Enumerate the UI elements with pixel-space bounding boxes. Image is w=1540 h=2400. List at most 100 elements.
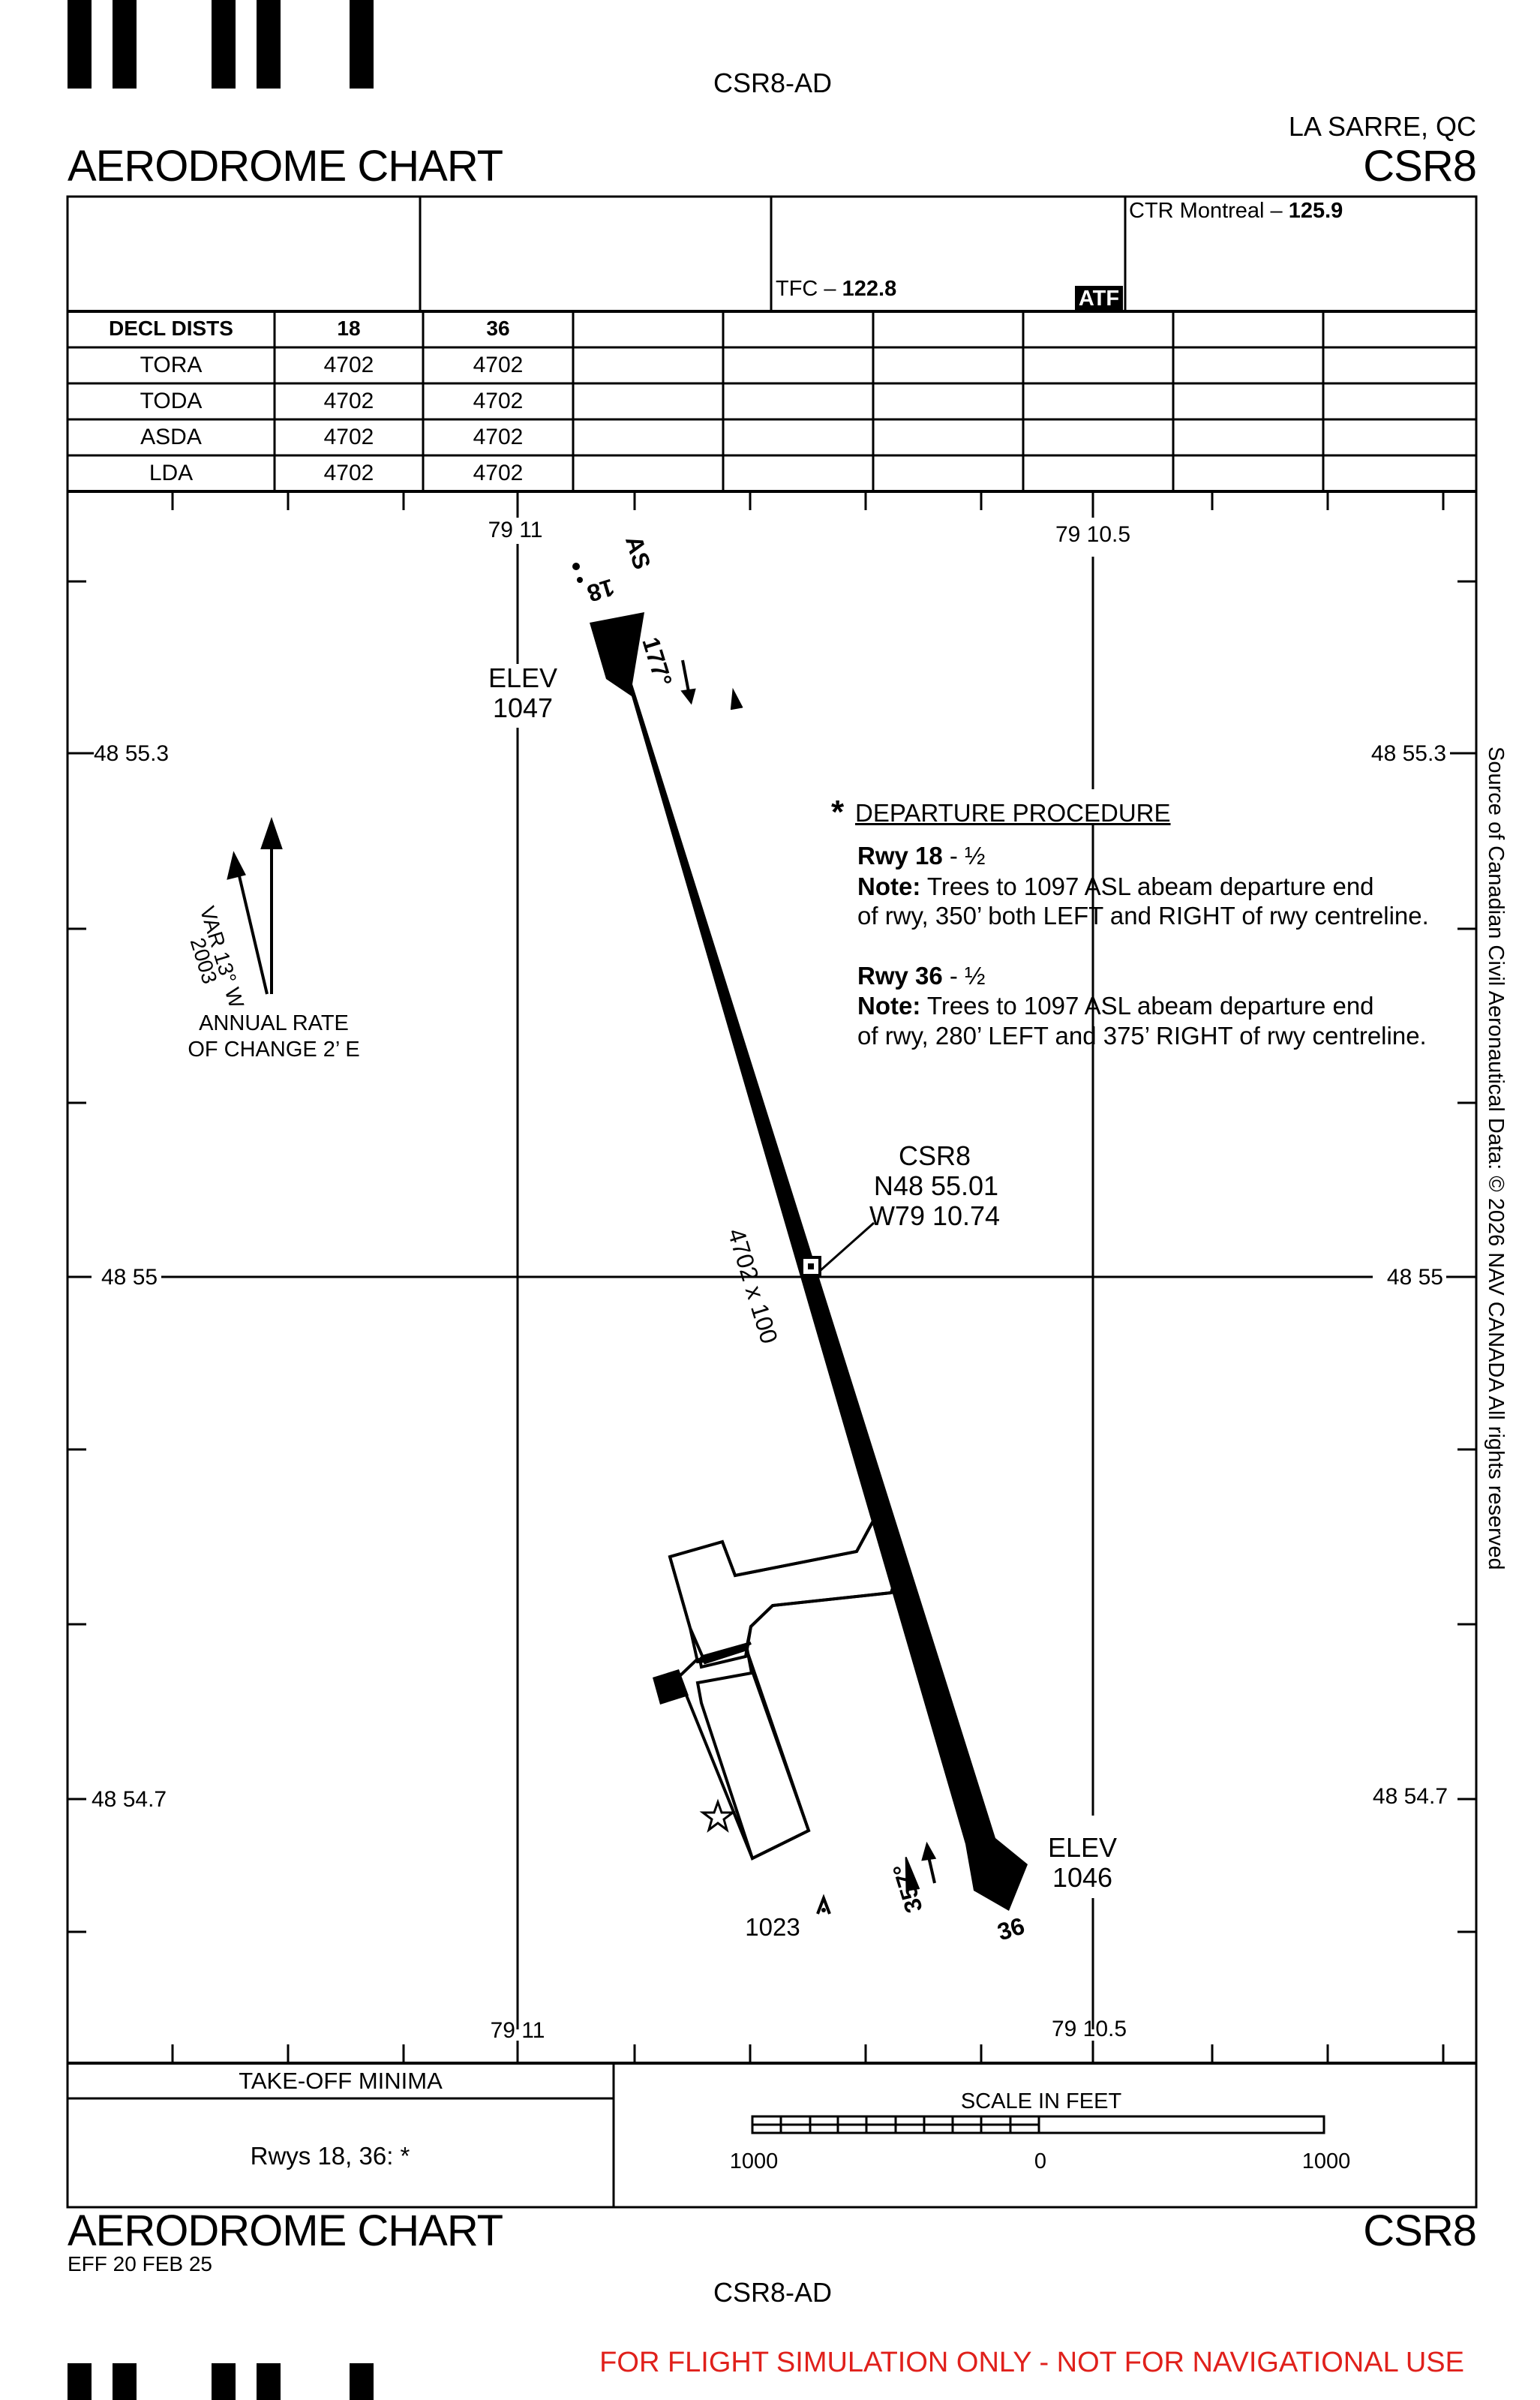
rwy36-title: Rwy 36 xyxy=(857,962,943,990)
decl-cell: 4702 xyxy=(473,389,524,413)
obstacle-elevation: 1023 xyxy=(745,1913,800,1941)
disclaimer: FOR FLIGHT SIMULATION ONLY - NOT FOR NAV… xyxy=(599,2347,1464,2378)
atf-label: ATF xyxy=(1078,287,1120,311)
tfc-frequency: TFC – 122.8 xyxy=(776,277,896,302)
ctr-frequency: CTR Montreal – 125.9 xyxy=(1129,199,1343,224)
chart-title: AERODROME CHART xyxy=(68,142,503,191)
note-text: Trees to 1097 ASL abeam departure end xyxy=(920,992,1374,1020)
decl-cell: 4702 xyxy=(473,425,524,449)
atf-badge: ATF xyxy=(1075,286,1123,311)
departure-asterisk: * xyxy=(831,794,845,831)
registration-mark xyxy=(350,0,374,89)
lon-label: 79 10.5 xyxy=(1055,522,1131,547)
elev-value-south: 1046 xyxy=(1052,1862,1113,1893)
light-dot xyxy=(572,563,580,570)
obstacle-icon xyxy=(816,1894,831,1915)
rwy18-departure: Rwy 18 - ½ xyxy=(857,842,986,870)
footer-chart-title: AERODROME CHART xyxy=(68,2206,503,2255)
footer-ident: CSR8 xyxy=(1363,2206,1477,2255)
decl-cell: 4702 xyxy=(323,425,374,449)
takeoff-title: TAKE-OFF MINIMA xyxy=(239,2068,443,2094)
annual-rate-line2: OF CHANGE 2’ E xyxy=(188,1038,360,1062)
obstacle-icon xyxy=(905,1856,920,1891)
graticule-ticks xyxy=(68,491,1476,2063)
note-label: Note: xyxy=(857,992,921,1020)
tfc-label: TFC – xyxy=(776,277,836,301)
magvar-arrows xyxy=(227,816,283,995)
scale-zero: 0 xyxy=(1034,2149,1047,2173)
effective-date: EFF 20 FEB 25 xyxy=(68,2252,212,2275)
heading-arrow-357 xyxy=(927,1856,936,1884)
decl-row-label: LDA xyxy=(149,461,194,485)
rwy18-value: - ½ xyxy=(942,842,986,870)
arp-lat: N48 55.01 xyxy=(873,1170,999,1201)
departure-title: DEPARTURE PROCEDURE xyxy=(855,799,1171,827)
registration-mark xyxy=(212,0,236,89)
lat-label: 48 54.7 xyxy=(92,1787,167,1812)
source-credit: Source of Canadian Civil Aeronautical Da… xyxy=(1484,746,1508,1570)
elev-value-north: 1047 xyxy=(492,692,554,723)
light-dot xyxy=(577,577,583,583)
registration-mark xyxy=(212,2363,236,2400)
lat-label: 48 55 xyxy=(101,1265,158,1290)
heading-arrow-177 xyxy=(681,659,690,692)
scale-right: 1000 xyxy=(1301,2149,1351,2173)
decl-cell: 4702 xyxy=(323,461,374,485)
decl-header: 36 xyxy=(486,317,510,340)
beacon-star-icon xyxy=(699,1798,737,1833)
aerodrome-ident: CSR8 xyxy=(1363,142,1477,191)
decl-row-label: ASDA xyxy=(140,425,202,449)
location-name: LA SARRE, QC xyxy=(1288,111,1476,142)
chart-frame xyxy=(66,195,1478,2209)
decl-cell: 4702 xyxy=(323,389,374,413)
registration-mark xyxy=(113,0,137,89)
doc-code-bottom: CSR8-AD xyxy=(713,2277,833,2308)
lat-label: 48 55.3 xyxy=(94,741,170,766)
ctr-freq: 125.9 xyxy=(1288,199,1343,223)
annual-rate-line1: ANNUAL RATE xyxy=(199,1011,349,1035)
rwy36-value: - ½ xyxy=(942,962,986,990)
scale-bar xyxy=(751,2115,1325,2134)
apron-edge xyxy=(668,1556,748,1665)
taxiway-edge xyxy=(746,1578,897,1650)
doc-code-top: CSR8-AD xyxy=(713,68,833,98)
rwy36-note: Note: Trees to 1097 ASL abeam departure … xyxy=(857,992,1374,1020)
scale-left: 1000 xyxy=(729,2149,779,2173)
decl-row-label: TORA xyxy=(140,353,203,377)
rwy36-departure: Rwy 36 - ½ xyxy=(857,962,986,990)
rwy36-note-line2: of rwy, 280’ LEFT and 375’ RIGHT of rwy … xyxy=(857,1022,1427,1050)
registration-mark xyxy=(68,0,92,89)
note-text: Trees to 1097 ASL abeam departure end xyxy=(920,873,1374,900)
decl-header: 18 xyxy=(337,317,361,340)
decl-cell: 4702 xyxy=(323,353,374,377)
arp-lon: W79 10.74 xyxy=(869,1200,1001,1231)
registration-mark xyxy=(113,2363,137,2400)
apron-edge xyxy=(695,1648,811,1861)
building-icon xyxy=(653,1669,689,1705)
tfc-freq: 122.8 xyxy=(842,277,897,301)
elev-label-north: ELEV xyxy=(488,662,558,693)
lat-label: 48 55 xyxy=(1386,1265,1443,1290)
lat-label: 48 54.7 xyxy=(1372,1784,1448,1809)
taxiway-edge xyxy=(669,1515,878,1578)
decl-cell: 4702 xyxy=(473,461,524,485)
lat-label: 48 55.3 xyxy=(1370,741,1446,766)
rwy18-title: Rwy 18 xyxy=(857,842,943,870)
decl-cell: 4702 xyxy=(473,353,524,377)
registration-mark xyxy=(350,2363,374,2400)
rwy18-note-line2: of rwy, 350’ both LEFT and RIGHT of rwy … xyxy=(857,902,1429,930)
registration-mark xyxy=(68,2363,92,2400)
decl-header: DECL DISTS xyxy=(109,317,233,340)
elev-label-south: ELEV xyxy=(1047,1832,1118,1863)
note-label: Note: xyxy=(857,873,921,900)
obstacle-icon xyxy=(730,687,743,710)
decl-row-label: TODA xyxy=(140,389,203,413)
arp-ident: CSR8 xyxy=(898,1140,971,1171)
registration-mark xyxy=(257,2363,281,2400)
registration-mark xyxy=(257,0,281,89)
rwy18-note: Note: Trees to 1097 ASL abeam departure … xyxy=(857,873,1374,901)
lon-label: 79 11 xyxy=(488,518,543,542)
takeoff-value: Rwys 18, 36: * xyxy=(250,2142,410,2170)
lon-label: 79 10.5 xyxy=(1051,2017,1127,2041)
